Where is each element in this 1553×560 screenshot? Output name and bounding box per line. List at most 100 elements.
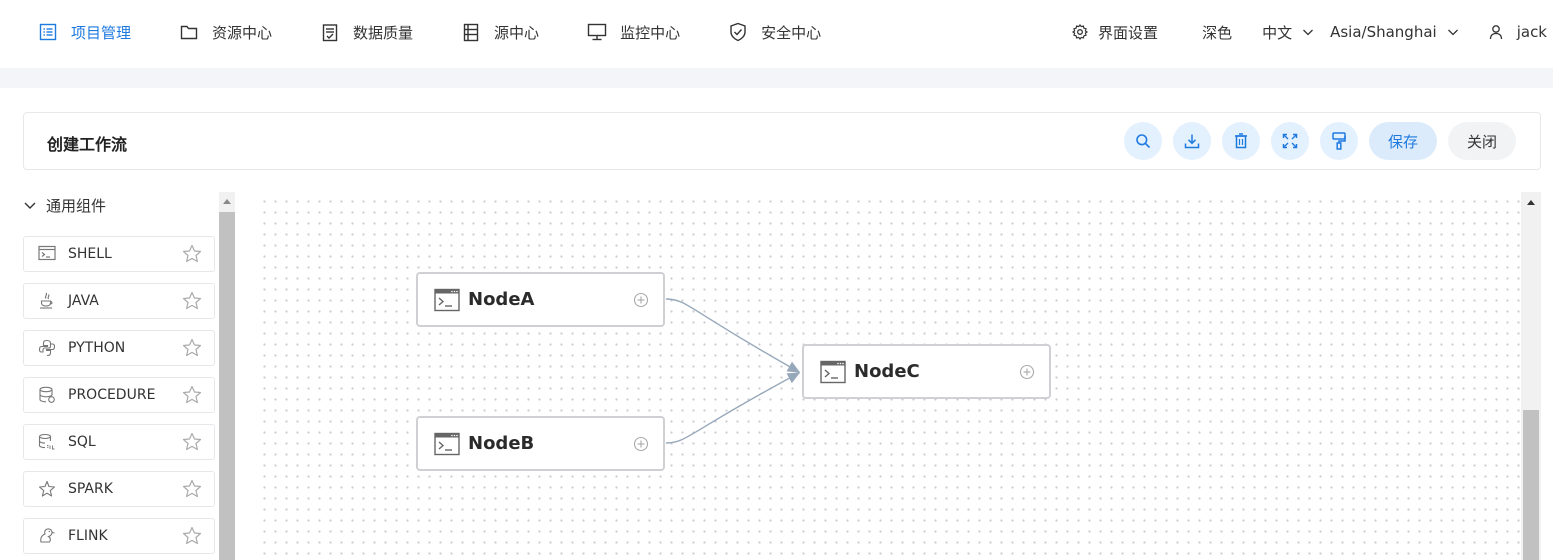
user-menu[interactable]: jack <box>1489 23 1547 41</box>
fullscreen-button[interactable] <box>1270 122 1309 160</box>
shell-terminal-icon <box>434 432 460 456</box>
download-icon <box>1184 133 1200 149</box>
star-icon[interactable] <box>182 291 202 311</box>
star-icon[interactable] <box>182 385 202 405</box>
download-button[interactable] <box>1172 122 1211 160</box>
dag-canvas[interactable]: NodeA NodeB NodeC <box>255 192 1521 560</box>
search-button[interactable] <box>1123 122 1162 160</box>
timezone-label: Asia/Shanghai <box>1330 23 1437 41</box>
python-icon <box>38 339 56 357</box>
nav-item-label: 项目管理 <box>71 23 132 42</box>
nav-item-label: 安全中心 <box>761 23 822 42</box>
java-cup-icon <box>38 292 56 310</box>
database-list-icon <box>461 22 481 42</box>
workflow-header: 创建工作流 保存 关闭 <box>23 112 1541 170</box>
user-name: jack <box>1516 23 1547 41</box>
database-procedure-icon <box>38 386 56 404</box>
timezone-select[interactable]: Asia/Shanghai <box>1330 23 1459 41</box>
toolbar: 保存 关闭 <box>1113 122 1516 160</box>
delete-button[interactable] <box>1221 122 1260 160</box>
nav-item-data-quality[interactable]: 数据质量 <box>320 0 413 64</box>
edge-nodea-to-nodec[interactable] <box>665 298 801 373</box>
star-icon[interactable] <box>182 526 202 546</box>
node-label: NodeA <box>468 289 535 310</box>
dag-node-nodeb[interactable]: NodeB <box>416 416 665 471</box>
nav-item-security-center[interactable]: 安全中心 <box>728 0 821 64</box>
save-button[interactable]: 保存 <box>1368 122 1437 160</box>
language-label: 中文 <box>1262 23 1293 42</box>
scrollbar-thumb[interactable] <box>219 212 235 560</box>
component-item-python[interactable]: PYTHON <box>23 330 215 366</box>
component-item-sql[interactable]: SQL <box>23 424 215 460</box>
trash-icon <box>1234 133 1248 149</box>
monitor-icon <box>587 22 607 42</box>
dag-node-nodec[interactable]: NodeC <box>802 344 1051 399</box>
fullscreen-icon <box>1282 133 1298 149</box>
shell-terminal-icon <box>434 288 460 312</box>
star-icon[interactable] <box>182 432 202 452</box>
project-list-icon <box>38 22 58 42</box>
dag-node-nodea[interactable]: NodeA <box>416 272 665 327</box>
component-label: FLINK <box>68 528 108 544</box>
close-button[interactable]: 关闭 <box>1447 122 1516 160</box>
component-panel: 通用组件 SHELL JAVA PYTHON PROCEDURE <box>23 192 235 560</box>
component-item-procedure[interactable]: PROCEDURE <box>23 377 215 413</box>
nav-item-resource-center[interactable]: 资源中心 <box>179 0 272 64</box>
component-item-flink[interactable]: FLINK <box>23 518 215 554</box>
shield-check-icon <box>728 22 748 42</box>
component-item-shell[interactable]: SHELL <box>23 236 215 272</box>
folder-icon <box>179 22 199 42</box>
component-item-spark[interactable]: SPARK <box>23 471 215 507</box>
chevron-down-icon <box>1447 26 1459 38</box>
star-icon[interactable] <box>182 338 202 358</box>
node-label: NodeB <box>468 433 535 454</box>
component-group-label: 通用组件 <box>46 196 107 215</box>
component-panel-scrollbar[interactable] <box>219 192 235 560</box>
scroll-up-arrow-icon[interactable] <box>1527 200 1535 205</box>
language-select[interactable]: 中文 <box>1262 22 1314 43</box>
ui-settings-button[interactable]: 界面设置 <box>1072 22 1158 43</box>
nav-item-label: 资源中心 <box>212 23 273 42</box>
nav-item-label: 监控中心 <box>620 23 681 42</box>
spark-star-icon <box>38 480 56 498</box>
format-button[interactable] <box>1319 122 1358 160</box>
shell-terminal-icon <box>820 360 846 384</box>
nav-item-label: 源中心 <box>494 23 540 42</box>
add-successor-icon[interactable] <box>633 292 649 308</box>
nav-right-tools: 界面设置 深色 中文 Asia/Shanghai jack <box>1072 0 1553 64</box>
clipboard-check-icon <box>320 22 340 42</box>
user-icon <box>1489 24 1505 40</box>
shell-terminal-icon <box>38 245 56 263</box>
component-label: PYTHON <box>68 340 126 356</box>
theme-label: 深色 <box>1202 23 1233 42</box>
flink-squirrel-icon <box>38 527 56 545</box>
main-nav: 项目管理 资源中心 数据质量 源中心 监控中心 <box>0 0 869 64</box>
chevron-down-icon <box>23 198 37 212</box>
theme-toggle[interactable]: 深色 <box>1202 22 1232 43</box>
component-label: SQL <box>68 434 96 450</box>
nav-item-project-management[interactable]: 项目管理 <box>38 0 131 64</box>
component-label: SHELL <box>68 246 112 262</box>
add-successor-icon[interactable] <box>633 436 649 452</box>
nav-item-monitor-center[interactable]: 监控中心 <box>587 0 680 64</box>
star-icon[interactable] <box>182 244 202 264</box>
component-item-java[interactable]: JAVA <box>23 283 215 319</box>
edge-nodeb-to-nodec[interactable] <box>665 372 801 444</box>
node-label: NodeC <box>854 361 920 382</box>
page-title: 创建工作流 <box>47 135 128 154</box>
sql-database-icon <box>38 433 56 451</box>
ui-settings-label: 界面设置 <box>1098 23 1159 42</box>
scroll-up-arrow-icon[interactable] <box>223 199 231 204</box>
format-brush-icon <box>1332 132 1346 150</box>
add-successor-icon[interactable] <box>1019 364 1035 380</box>
component-label: SPARK <box>68 481 113 497</box>
scrollbar-thumb[interactable] <box>1523 410 1539 560</box>
component-group-header[interactable]: 通用组件 <box>23 194 106 216</box>
canvas-scrollbar[interactable] <box>1521 192 1541 560</box>
component-label: PROCEDURE <box>68 387 156 403</box>
star-icon[interactable] <box>182 479 202 499</box>
gear-icon <box>1072 24 1089 40</box>
page-gap <box>0 68 1553 88</box>
nav-item-source-center[interactable]: 源中心 <box>461 0 539 64</box>
chevron-down-icon <box>1302 26 1314 38</box>
